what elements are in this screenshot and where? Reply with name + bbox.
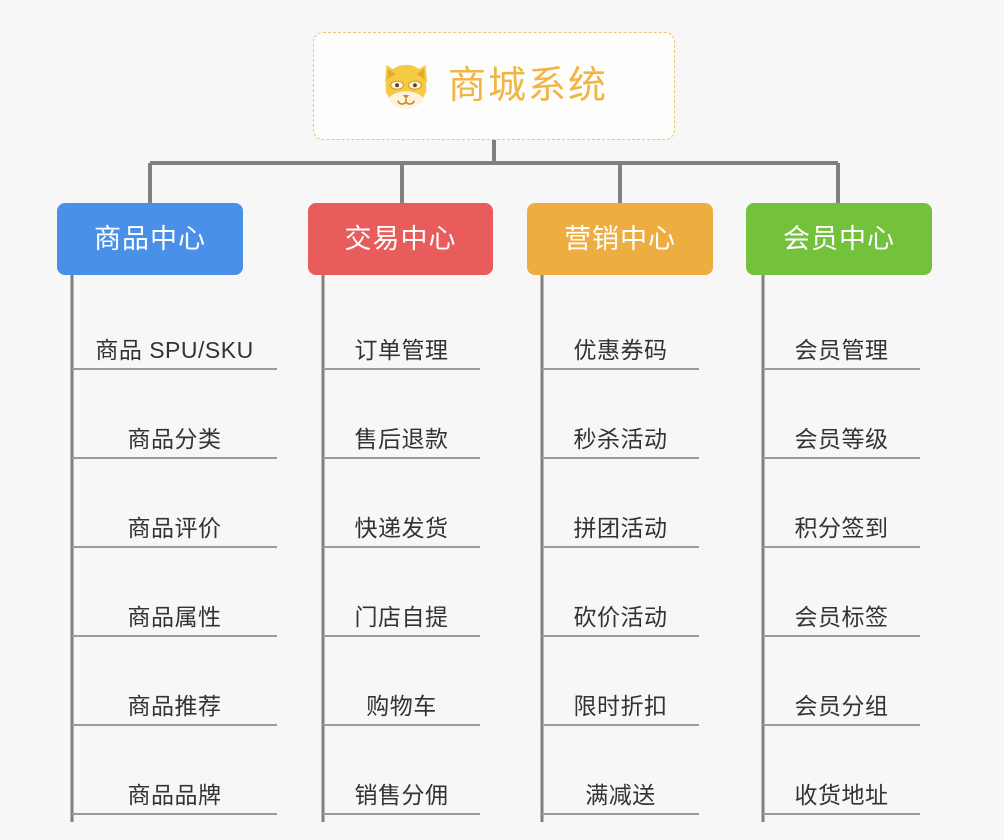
- leaf-label: 门店自提: [354, 603, 449, 630]
- leaf-item[interactable]: 优惠券码: [542, 281, 699, 370]
- leaf-label: 购物车: [366, 692, 437, 719]
- leaf-label: 商品推荐: [127, 692, 222, 719]
- leaf-item[interactable]: 订单管理: [323, 281, 480, 370]
- leaf-item[interactable]: 砍价活动: [542, 548, 699, 637]
- leaf-label: 会员分组: [794, 692, 889, 719]
- leaf-item[interactable]: 购物车: [323, 637, 480, 726]
- leaf-item[interactable]: 会员管理: [763, 281, 920, 370]
- leaf-label: 满减送: [585, 781, 656, 808]
- leaf-label: 订单管理: [354, 336, 449, 363]
- leaf-item[interactable]: 销售分佣: [323, 726, 480, 815]
- leaf-item[interactable]: 商品评价: [72, 459, 277, 548]
- category-label-product: 商品中心: [94, 223, 206, 254]
- leaf-item[interactable]: 商品属性: [72, 548, 277, 637]
- leaf-label: 收货地址: [794, 781, 889, 808]
- leaf-item[interactable]: 积分签到: [763, 459, 920, 548]
- category-box-marketing[interactable]: 营销中心: [527, 203, 713, 275]
- leaf-label: 商品 SPU/SKU: [95, 336, 254, 363]
- leaf-label: 会员管理: [794, 336, 889, 363]
- leaf-column-member: 会员管理 会员等级 积分签到 会员标签 会员分组 收货地址: [763, 281, 920, 815]
- leaf-item[interactable]: 拼团活动: [542, 459, 699, 548]
- category-box-product[interactable]: 商品中心: [57, 203, 243, 275]
- leaf-item[interactable]: 商品品牌: [72, 726, 277, 815]
- leaf-item[interactable]: 商品推荐: [72, 637, 277, 726]
- leaf-item[interactable]: 会员标签: [763, 548, 920, 637]
- leaf-item[interactable]: 会员等级: [763, 370, 920, 459]
- leaf-label: 销售分佣: [354, 781, 449, 808]
- category-label-trade: 交易中心: [344, 223, 457, 254]
- root-node[interactable]: 商城系统: [313, 32, 675, 140]
- leaf-item[interactable]: 秒杀活动: [542, 370, 699, 459]
- category-label-member: 会员中心: [783, 223, 895, 254]
- category-box-trade[interactable]: 交易中心: [308, 203, 493, 275]
- leaf-item[interactable]: 门店自提: [323, 548, 480, 637]
- leaf-label: 限时折扣: [573, 692, 668, 719]
- leaf-label: 快递发货: [354, 514, 449, 541]
- leaf-item[interactable]: 快递发货: [323, 459, 480, 548]
- leaf-label: 会员标签: [794, 603, 889, 630]
- leaf-label: 会员等级: [794, 425, 889, 452]
- leaf-label: 秒杀活动: [573, 425, 668, 452]
- leaf-item[interactable]: 会员分组: [763, 637, 920, 726]
- leaf-item[interactable]: 满减送: [542, 726, 699, 815]
- leaf-item[interactable]: 售后退款: [323, 370, 480, 459]
- leaf-label: 积分签到: [794, 514, 889, 541]
- leaf-label: 拼团活动: [573, 514, 668, 541]
- leaf-item[interactable]: 商品 SPU/SKU: [72, 281, 277, 370]
- leaf-item[interactable]: 限时折扣: [542, 637, 699, 726]
- leaf-item[interactable]: 商品分类: [72, 370, 277, 459]
- leaf-column-marketing: 优惠券码 秒杀活动 拼团活动 砍价活动 限时折扣 满减送: [542, 281, 699, 815]
- category-box-member[interactable]: 会员中心: [746, 203, 932, 275]
- leaf-label: 售后退款: [354, 425, 449, 452]
- leaf-label: 优惠券码: [573, 336, 668, 363]
- leaf-item[interactable]: 收货地址: [763, 726, 920, 815]
- shiba-dog-face-icon: [384, 64, 428, 109]
- leaf-column-trade: 订单管理 售后退款 快递发货 门店自提 购物车 销售分佣: [323, 281, 480, 815]
- leaf-label: 商品属性: [127, 603, 222, 630]
- leaf-label: 商品品牌: [127, 781, 222, 808]
- leaf-label: 商品分类: [127, 425, 222, 452]
- leaf-label: 商品评价: [127, 514, 222, 541]
- category-label-marketing: 营销中心: [564, 223, 676, 254]
- root-title: 商城系统: [447, 65, 608, 107]
- leaf-column-product: 商品 SPU/SKU 商品分类 商品评价 商品属性 商品推荐 商品品牌: [72, 281, 277, 815]
- leaf-label: 砍价活动: [573, 603, 668, 630]
